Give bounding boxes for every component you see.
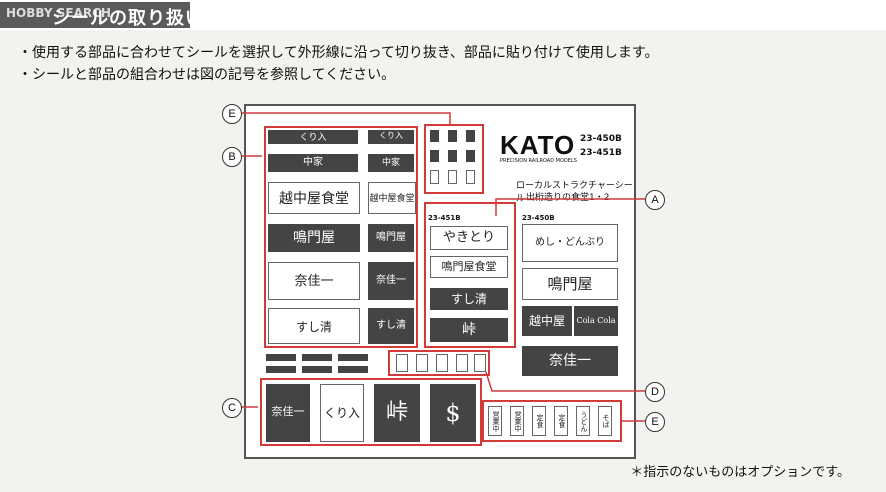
small-sign xyxy=(474,354,486,372)
callout-e-bottom: E xyxy=(645,412,665,432)
sign-b: すし清 xyxy=(368,308,414,344)
sign-b: 越中屋食堂 xyxy=(268,182,360,214)
leader-e-top xyxy=(240,112,451,126)
sign-c: $ xyxy=(430,384,476,442)
group-b-box xyxy=(264,126,418,348)
callout-b: B xyxy=(222,147,242,167)
sign-a2: 鳴門屋 xyxy=(522,268,618,300)
sign-a2: 越中屋 xyxy=(522,306,572,336)
sign-a2: 奈佳一 xyxy=(522,346,618,376)
small-sign xyxy=(466,130,475,142)
sheet-name-2: 出桁造りの食堂1・2 xyxy=(526,193,610,203)
header: HOBBY SEARCH シールの取り扱い方 xyxy=(0,0,886,30)
watermark-logo: HOBBY SEARCH xyxy=(6,6,111,20)
sign-a: 鳴門屋食堂 xyxy=(430,256,508,278)
strip xyxy=(266,366,296,373)
small-sign xyxy=(448,170,457,184)
footnote: ＊指示のないものはオプションです。 xyxy=(630,465,850,480)
strip xyxy=(338,354,368,361)
sign-a: やきとり xyxy=(430,226,508,250)
callout-d: D xyxy=(645,382,665,402)
code-2: 23-451B xyxy=(580,148,622,158)
group-d-box xyxy=(388,350,490,376)
small-sign xyxy=(456,354,468,372)
small-sign xyxy=(416,354,428,372)
small-sign xyxy=(448,150,457,162)
sign-c: くり入 xyxy=(320,384,364,442)
code-1: 23-450B xyxy=(580,134,622,144)
sign-c: 峠 xyxy=(374,384,420,442)
group-a1-box xyxy=(424,202,516,348)
instruction-1: ・使用する部品に合わせてシールを選択して外形線に沿って切り抜き、部品に貼り付けて… xyxy=(18,45,659,61)
sign-e: 定食 xyxy=(554,406,568,436)
label-450: 23-450B xyxy=(522,214,555,222)
sign-b: 鳴門屋 xyxy=(368,224,414,252)
sign-c: 奈佳一 xyxy=(266,384,310,442)
sign-b: 奈佳一 xyxy=(368,262,414,300)
brand-sub: PRECISION RAILROAD MODELS xyxy=(500,158,577,164)
group-c-box xyxy=(260,378,482,446)
small-sign xyxy=(430,170,439,184)
group-e-top-box xyxy=(424,124,484,194)
leader-d xyxy=(485,371,645,392)
sign-a2: めし・どんぶり xyxy=(522,224,618,262)
sign-a: 峠 xyxy=(430,318,508,342)
sign-e: 定食 xyxy=(532,406,546,436)
sign-b: 中家 xyxy=(268,154,358,172)
sign-a2: Cola Cola xyxy=(574,306,618,336)
sticker-sheet: KATO PRECISION RAILROAD MODELS 23-450B 2… xyxy=(244,104,636,459)
strip xyxy=(302,366,332,373)
callout-e-top: E xyxy=(222,104,242,124)
sign-b: 鳴門屋 xyxy=(268,224,360,252)
callout-c: C xyxy=(222,398,242,418)
instruction-2: ・シールと部品の組合わせは図の記号を参照してください。 xyxy=(18,67,396,83)
sign-e: 営業中 xyxy=(510,406,524,436)
kato-logo: KATO xyxy=(500,130,576,160)
small-sign xyxy=(466,150,475,162)
sign-b: 奈佳一 xyxy=(268,262,360,300)
sign-b: すし清 xyxy=(268,308,360,344)
sign-e: うどん xyxy=(576,406,590,436)
small-sign xyxy=(430,130,439,142)
sign-b: 越中屋食堂 xyxy=(368,182,416,214)
small-sign xyxy=(396,354,408,372)
sign-b: 中家 xyxy=(368,154,414,172)
strip xyxy=(338,366,368,373)
small-sign xyxy=(466,170,475,184)
strip xyxy=(266,354,296,361)
strip xyxy=(302,354,332,361)
sign-b: くり入 xyxy=(268,130,358,144)
small-sign xyxy=(448,130,457,142)
page-title: シールの取り扱い方 xyxy=(52,8,223,29)
label-451: 23-451B xyxy=(428,214,461,222)
small-sign xyxy=(436,354,448,372)
sign-e: 営業中 xyxy=(488,406,502,436)
sign-b: くり入 xyxy=(368,130,414,144)
small-sign xyxy=(430,150,439,162)
callout-a: A xyxy=(645,190,665,210)
leader-a xyxy=(495,198,645,216)
title-band xyxy=(0,2,190,28)
sign-a: すし清 xyxy=(430,288,508,310)
sign-e: そば xyxy=(598,406,612,436)
